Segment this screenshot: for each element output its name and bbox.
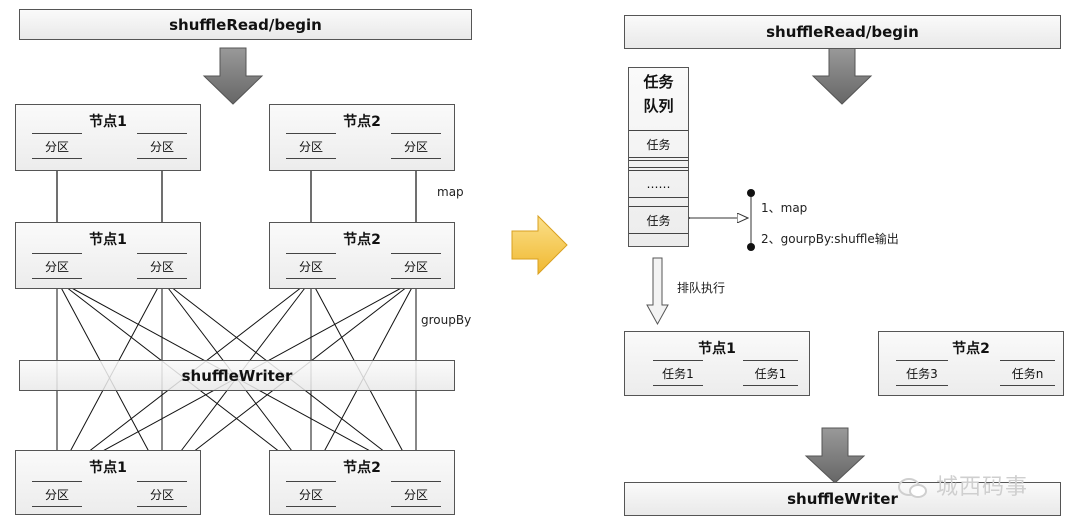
task-cell: 任务1 xyxy=(653,360,703,386)
left-shuffle-writer-bar: shuffleWriter xyxy=(19,360,455,391)
left-shuffle-read-bar: shuffleRead/begin xyxy=(19,9,472,40)
partition-cell: 分区 xyxy=(391,253,441,279)
right-node2: 节点2 任务3 任务n xyxy=(878,331,1064,396)
wechat-icon xyxy=(898,477,928,499)
right-node1: 节点1 任务1 任务1 xyxy=(624,331,810,396)
queue-exec-label: 排队执行 xyxy=(677,281,726,295)
watermark: 城西码事 xyxy=(898,469,1028,501)
node-title: 节点1 xyxy=(698,341,736,357)
queue-title-line1: 任务 xyxy=(643,73,674,91)
down-arrow-right-bottom xyxy=(804,427,866,484)
partition-cell: 分区 xyxy=(32,481,82,507)
queue-exec-arrow xyxy=(646,257,669,326)
partition-cell: 分区 xyxy=(137,133,187,159)
task-cell: 任务3 xyxy=(896,360,948,386)
queue-item: 任务 xyxy=(629,206,688,234)
partition-cell: 分区 xyxy=(32,133,82,159)
transition-arrow xyxy=(511,214,568,276)
left-row1-node2: 节点2 分区 分区 xyxy=(269,104,455,171)
step-groupby-label: 2、gourpBy:shuffle输出 xyxy=(761,232,899,246)
partition-cell: 分区 xyxy=(137,253,187,279)
down-arrow-left-top xyxy=(202,47,264,105)
node-title: 节点2 xyxy=(343,114,381,130)
groupby-label: groupBy xyxy=(421,313,472,327)
queue-item xyxy=(629,160,688,168)
partition-cell: 分区 xyxy=(286,481,336,507)
left-row2-node2: 节点2 分区 分区 xyxy=(269,222,455,289)
partition-cell: 分区 xyxy=(391,133,441,159)
task-cell: 任务1 xyxy=(743,360,798,386)
left-row2-node1: 节点1 分区 分区 xyxy=(15,222,201,289)
node-title: 节点2 xyxy=(343,232,381,248)
partition-cell: 分区 xyxy=(391,481,441,507)
node-title: 节点1 xyxy=(89,460,127,476)
left-row3-node1: 节点1 分区 分区 xyxy=(15,450,201,515)
node-title: 节点1 xyxy=(89,114,127,130)
map-label: map xyxy=(437,185,464,199)
partition-cell: 分区 xyxy=(286,133,336,159)
down-arrow-right-top xyxy=(811,47,873,105)
task-queue: 任务 队列 任务 …… 任务 xyxy=(628,67,689,247)
task-cell: 任务n xyxy=(1000,360,1055,386)
watermark-text: 城西码事 xyxy=(936,475,1029,500)
partition-cell: 分区 xyxy=(286,253,336,279)
step-bracket-dot-bottom xyxy=(747,243,755,251)
node-title: 节点2 xyxy=(952,341,990,357)
left-row1-node1: 节点1 分区 分区 xyxy=(15,104,201,171)
left-row3-node2: 节点2 分区 分区 xyxy=(269,450,455,515)
queue-item: 任务 xyxy=(629,130,688,158)
queue-item: …… xyxy=(629,170,688,198)
node-title: 节点1 xyxy=(89,232,127,248)
partition-cell: 分区 xyxy=(32,253,82,279)
step-bracket-dot-top xyxy=(747,189,755,197)
step-map-label: 1、map xyxy=(761,201,808,215)
right-shuffle-read-bar: shuffleRead/begin xyxy=(624,15,1061,49)
node-title: 节点2 xyxy=(343,460,381,476)
partition-cell: 分区 xyxy=(137,481,187,507)
right-shuffle-writer-bar: shuffleWriter xyxy=(624,482,1061,516)
queue-title-line2: 队列 xyxy=(643,97,674,115)
